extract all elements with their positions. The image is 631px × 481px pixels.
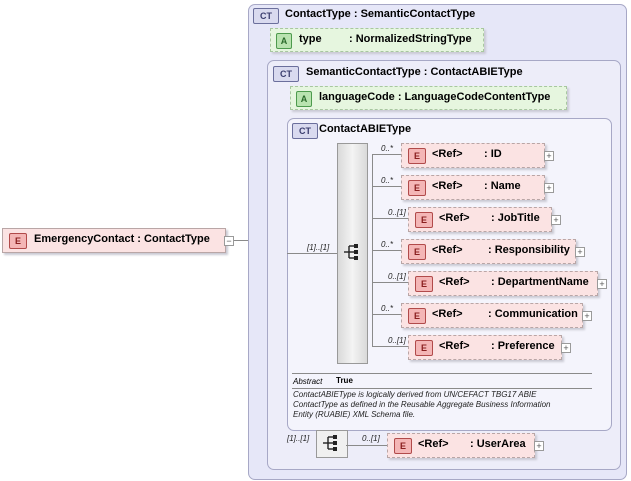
element-name: : JobTitle [491, 212, 540, 224]
expand-toggle[interactable]: + [582, 311, 592, 321]
connector-userarea [346, 445, 387, 446]
element-badge: E [415, 340, 433, 356]
element-ref: <Ref> [439, 212, 470, 224]
complex-type-title: ContactType : SemanticContactType [285, 8, 476, 20]
element-occurrence: 0..* [381, 240, 394, 249]
divider [292, 373, 592, 374]
element-occurrence: 0..[1] [388, 272, 406, 281]
connector-element [372, 218, 408, 219]
connector-element [372, 346, 408, 347]
divider [292, 388, 592, 389]
element-ref-row[interactable]: E <Ref> : ID [401, 143, 545, 168]
element-occurrence: 0..[1] [362, 434, 380, 443]
element-occurrence: 0..* [381, 144, 394, 153]
element-ref: <Ref> [432, 308, 463, 320]
sequence-occurrence: [1]..[1] [287, 434, 310, 443]
element-badge: E [408, 308, 426, 324]
element-ref-row[interactable]: E <Ref> : Communication [401, 303, 583, 328]
connector-seq [287, 253, 337, 254]
sequence-icon [323, 435, 337, 451]
complex-type-badge: CT [273, 66, 299, 82]
element-ref-row[interactable]: E <Ref> : Preference [408, 335, 562, 360]
element-badge: E [408, 148, 426, 164]
element-ref: <Ref> [439, 276, 470, 288]
expand-toggle[interactable]: + [575, 247, 585, 257]
expand-toggle[interactable]: + [597, 279, 607, 289]
element-ref: <Ref> [439, 340, 470, 352]
abstract-value: True [336, 376, 353, 385]
element-badge: E [415, 212, 433, 228]
element-occurrence: 0..* [381, 304, 394, 313]
sequence-compositor[interactable] [337, 143, 368, 364]
element-badge: E [408, 180, 426, 196]
element-ref-row[interactable]: E <Ref> : JobTitle [408, 207, 552, 232]
documentation-text: ContactABIEType is logically derived fro… [293, 390, 551, 420]
element-ref: <Ref> [418, 438, 449, 450]
element-badge: E [9, 233, 27, 249]
element-name: : Responsibility [488, 244, 570, 256]
connector-element [372, 250, 401, 251]
complex-type-badge: CT [253, 8, 279, 24]
element-name: : Name [484, 180, 521, 192]
attribute-name: type [299, 33, 322, 45]
element-occurrence: 0..[1] [388, 208, 406, 217]
expand-toggle[interactable]: + [544, 151, 554, 161]
element-name: : ID [484, 148, 502, 160]
attribute-languagecode[interactable]: A languageCode : LanguageCodeContentType [290, 86, 567, 110]
element-userarea[interactable]: E <Ref> : UserArea [387, 433, 535, 458]
element-ref-row[interactable]: E <Ref> : Responsibility [401, 239, 576, 264]
element-badge: E [415, 276, 433, 292]
element-ref: <Ref> [432, 148, 463, 160]
root-element-label: EmergencyContact : ContactType [34, 233, 210, 245]
collapse-toggle[interactable]: − [224, 236, 234, 246]
connector-element [372, 314, 401, 315]
sequence-icon [344, 244, 358, 260]
complex-type-title: ContactABIEType [319, 123, 412, 135]
element-badge: E [394, 438, 412, 454]
element-ref-row[interactable]: E <Ref> : Name [401, 175, 545, 200]
element-ref: <Ref> [432, 244, 463, 256]
expand-toggle[interactable]: + [561, 343, 571, 353]
attribute-badge: A [276, 33, 292, 49]
element-occurrence: 0..* [381, 176, 394, 185]
root-element-emergencycontact[interactable]: E EmergencyContact : ContactType [2, 228, 226, 253]
sequence-compositor-userarea[interactable] [316, 430, 348, 458]
sequence-occurrence: [1]..[1] [307, 243, 330, 252]
connector-element [372, 154, 401, 155]
expand-toggle[interactable]: + [551, 215, 561, 225]
connector-element [372, 282, 408, 283]
expand-toggle[interactable]: + [534, 441, 544, 451]
attribute-type[interactable]: A type : NormalizedStringType [270, 28, 484, 52]
documentation-line: ContactABIEType is logically derived fro… [293, 390, 537, 399]
expand-toggle[interactable]: + [544, 183, 554, 193]
documentation-line: Entity (RUABIE) XML Schema file. [293, 410, 416, 419]
documentation-line: ContactType as defined in the Reusable A… [293, 400, 551, 409]
element-badge: E [408, 244, 426, 260]
element-name: : DepartmentName [491, 276, 589, 288]
element-occurrence: 0..[1] [388, 336, 406, 345]
element-name: : Communication [488, 308, 578, 320]
attribute-type-name: : NormalizedStringType [349, 33, 472, 45]
attribute-label: languageCode : LanguageCodeContentType [319, 91, 551, 103]
connector-element [372, 186, 401, 187]
connector-root [234, 240, 258, 241]
element-name: : Preference [491, 340, 555, 352]
complex-type-title: SemanticContactType : ContactABIEType [306, 66, 523, 78]
element-name: : UserArea [470, 438, 526, 450]
abstract-label: Abstract [293, 377, 323, 386]
complex-type-badge: CT [292, 123, 318, 139]
element-ref-row[interactable]: E <Ref> : DepartmentName [408, 271, 598, 296]
attribute-badge: A [296, 91, 312, 107]
element-ref: <Ref> [432, 180, 463, 192]
